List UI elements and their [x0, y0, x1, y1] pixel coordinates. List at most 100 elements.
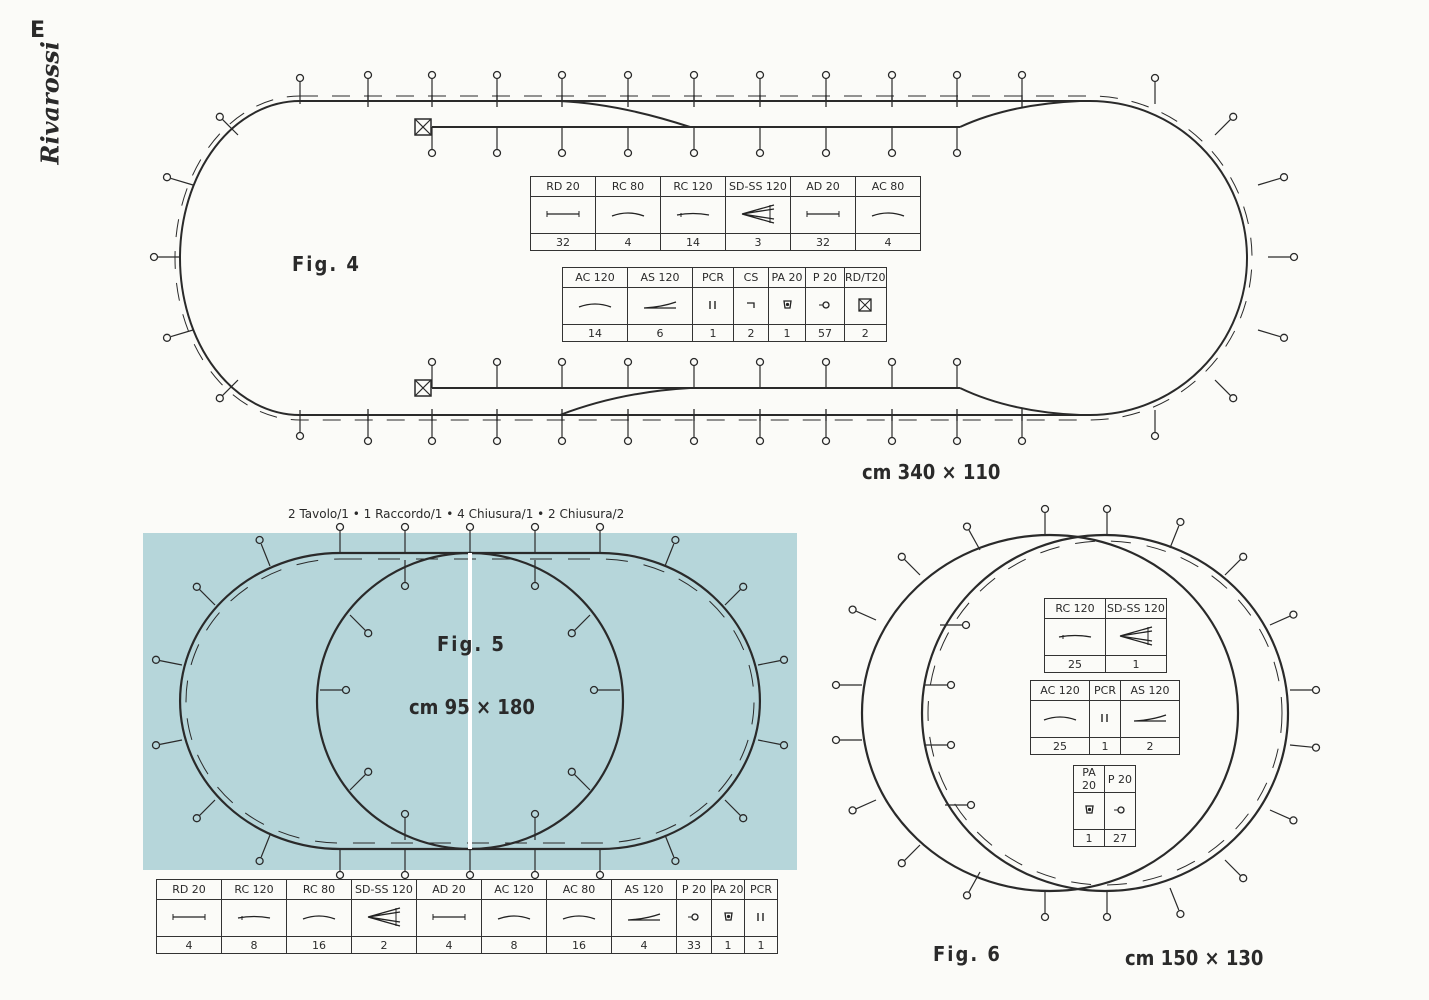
pylon-icon — [335, 870, 345, 880]
pylon-icon — [821, 436, 831, 446]
switch-double-icon — [1105, 618, 1167, 656]
part-code: AC 120 — [481, 879, 547, 900]
catenary-mast — [222, 119, 239, 136]
catenary-mast — [159, 739, 183, 745]
pylon-icon — [255, 535, 264, 545]
fig5-catenary-wire — [185, 558, 755, 844]
part-quantity: 4 — [595, 233, 661, 251]
part-quantity: 8 — [481, 936, 547, 954]
pylon-icon — [779, 741, 789, 750]
straight-icon — [530, 196, 596, 234]
pylon-icon — [427, 357, 437, 367]
pylon-icon — [623, 148, 633, 158]
hook-icon — [733, 287, 769, 325]
switch-double-icon — [725, 196, 791, 234]
part-code: AC 80 — [546, 879, 612, 900]
curve-flat-icon — [660, 196, 726, 234]
part-quantity: 32 — [790, 233, 856, 251]
catenary-mast — [1269, 615, 1291, 626]
pylon-icon — [1150, 73, 1160, 83]
catenary-mast — [1289, 744, 1313, 748]
pylon-icon — [192, 582, 201, 591]
pylon-icon — [530, 870, 540, 880]
pylon-icon — [557, 436, 567, 446]
pylon-icon — [595, 870, 605, 880]
part-code: PA 20 — [711, 879, 745, 900]
catenary-mast — [199, 589, 216, 606]
pylon-icon — [897, 859, 906, 868]
pylon-icon — [427, 436, 437, 446]
pylon-icon — [946, 680, 956, 690]
catenary-mast — [1269, 809, 1291, 820]
part-code: PA 20 — [768, 267, 806, 288]
pylon-icon — [1229, 112, 1238, 121]
part-code: RC 80 — [595, 176, 661, 197]
page-corner-letter: E — [30, 18, 46, 43]
fig4-top-switch-right — [959, 100, 1081, 128]
pylon-icon — [831, 680, 841, 690]
pylon-icon — [363, 436, 373, 446]
curve-icon — [1030, 700, 1090, 738]
catenary-mast — [159, 660, 183, 666]
part-code: RD 20 — [530, 176, 596, 197]
pylon-icon — [739, 582, 748, 591]
catenary-mast — [574, 774, 591, 791]
pylon-icon — [363, 70, 373, 80]
pylon-icon — [1104, 792, 1136, 830]
part-quantity: 1 — [1089, 737, 1121, 755]
pylon-icon — [427, 148, 437, 158]
straight-icon — [156, 899, 222, 937]
catenary-mast — [1214, 379, 1231, 396]
pylon-icon — [739, 814, 748, 823]
part-code: AC 120 — [562, 267, 628, 288]
pylon-icon — [215, 394, 224, 403]
catenary-mast — [724, 589, 741, 606]
pylon-icon — [567, 767, 576, 776]
pylon-icon — [400, 581, 410, 591]
catenary-mast — [1169, 525, 1180, 549]
pylon-icon — [1176, 517, 1185, 527]
pylon-icon — [952, 148, 962, 158]
pylon-icon — [897, 552, 906, 561]
pylon-icon — [192, 814, 201, 823]
pylon-icon — [1311, 743, 1321, 752]
catenary-mast — [1224, 559, 1241, 576]
catenary-mast — [968, 871, 981, 893]
pylon-icon — [215, 112, 224, 121]
curve-icon — [855, 196, 921, 234]
part-quantity: 8 — [221, 936, 287, 954]
part-quantity: 3 — [725, 233, 791, 251]
catenary-mast — [664, 834, 675, 858]
pylon-icon — [831, 735, 841, 745]
pylon-icon — [1289, 816, 1298, 825]
part-code: PA 20 — [1073, 765, 1105, 793]
pylon-icon — [821, 148, 831, 158]
pylon-icon — [952, 70, 962, 80]
pylon-icon — [966, 800, 976, 810]
switch-icon — [627, 287, 693, 325]
part-code: PCR — [1089, 680, 1121, 701]
pylon-icon — [1279, 173, 1289, 182]
catenary-mast — [904, 844, 921, 861]
part-code: P 20 — [676, 879, 712, 900]
catenary-mast — [574, 614, 591, 631]
pylon-icon — [755, 357, 765, 367]
part-code: AS 120 — [1120, 680, 1180, 701]
part-quantity: 33 — [676, 936, 712, 954]
pylon-icon — [295, 431, 305, 441]
pylon-a-icon — [711, 899, 745, 937]
catenary-mast — [1257, 329, 1281, 338]
pylon-icon — [1229, 394, 1238, 403]
fig5-label: Fig. 5 — [437, 632, 506, 656]
pylon-icon — [1017, 70, 1027, 80]
part-quantity: 2 — [351, 936, 417, 954]
pylon-icon — [162, 333, 172, 342]
pylon-icon — [689, 436, 699, 446]
part-quantity: 4 — [611, 936, 677, 954]
part-quantity: 32 — [530, 233, 596, 251]
part-quantity: 6 — [627, 324, 693, 342]
pylon-icon — [848, 605, 857, 614]
